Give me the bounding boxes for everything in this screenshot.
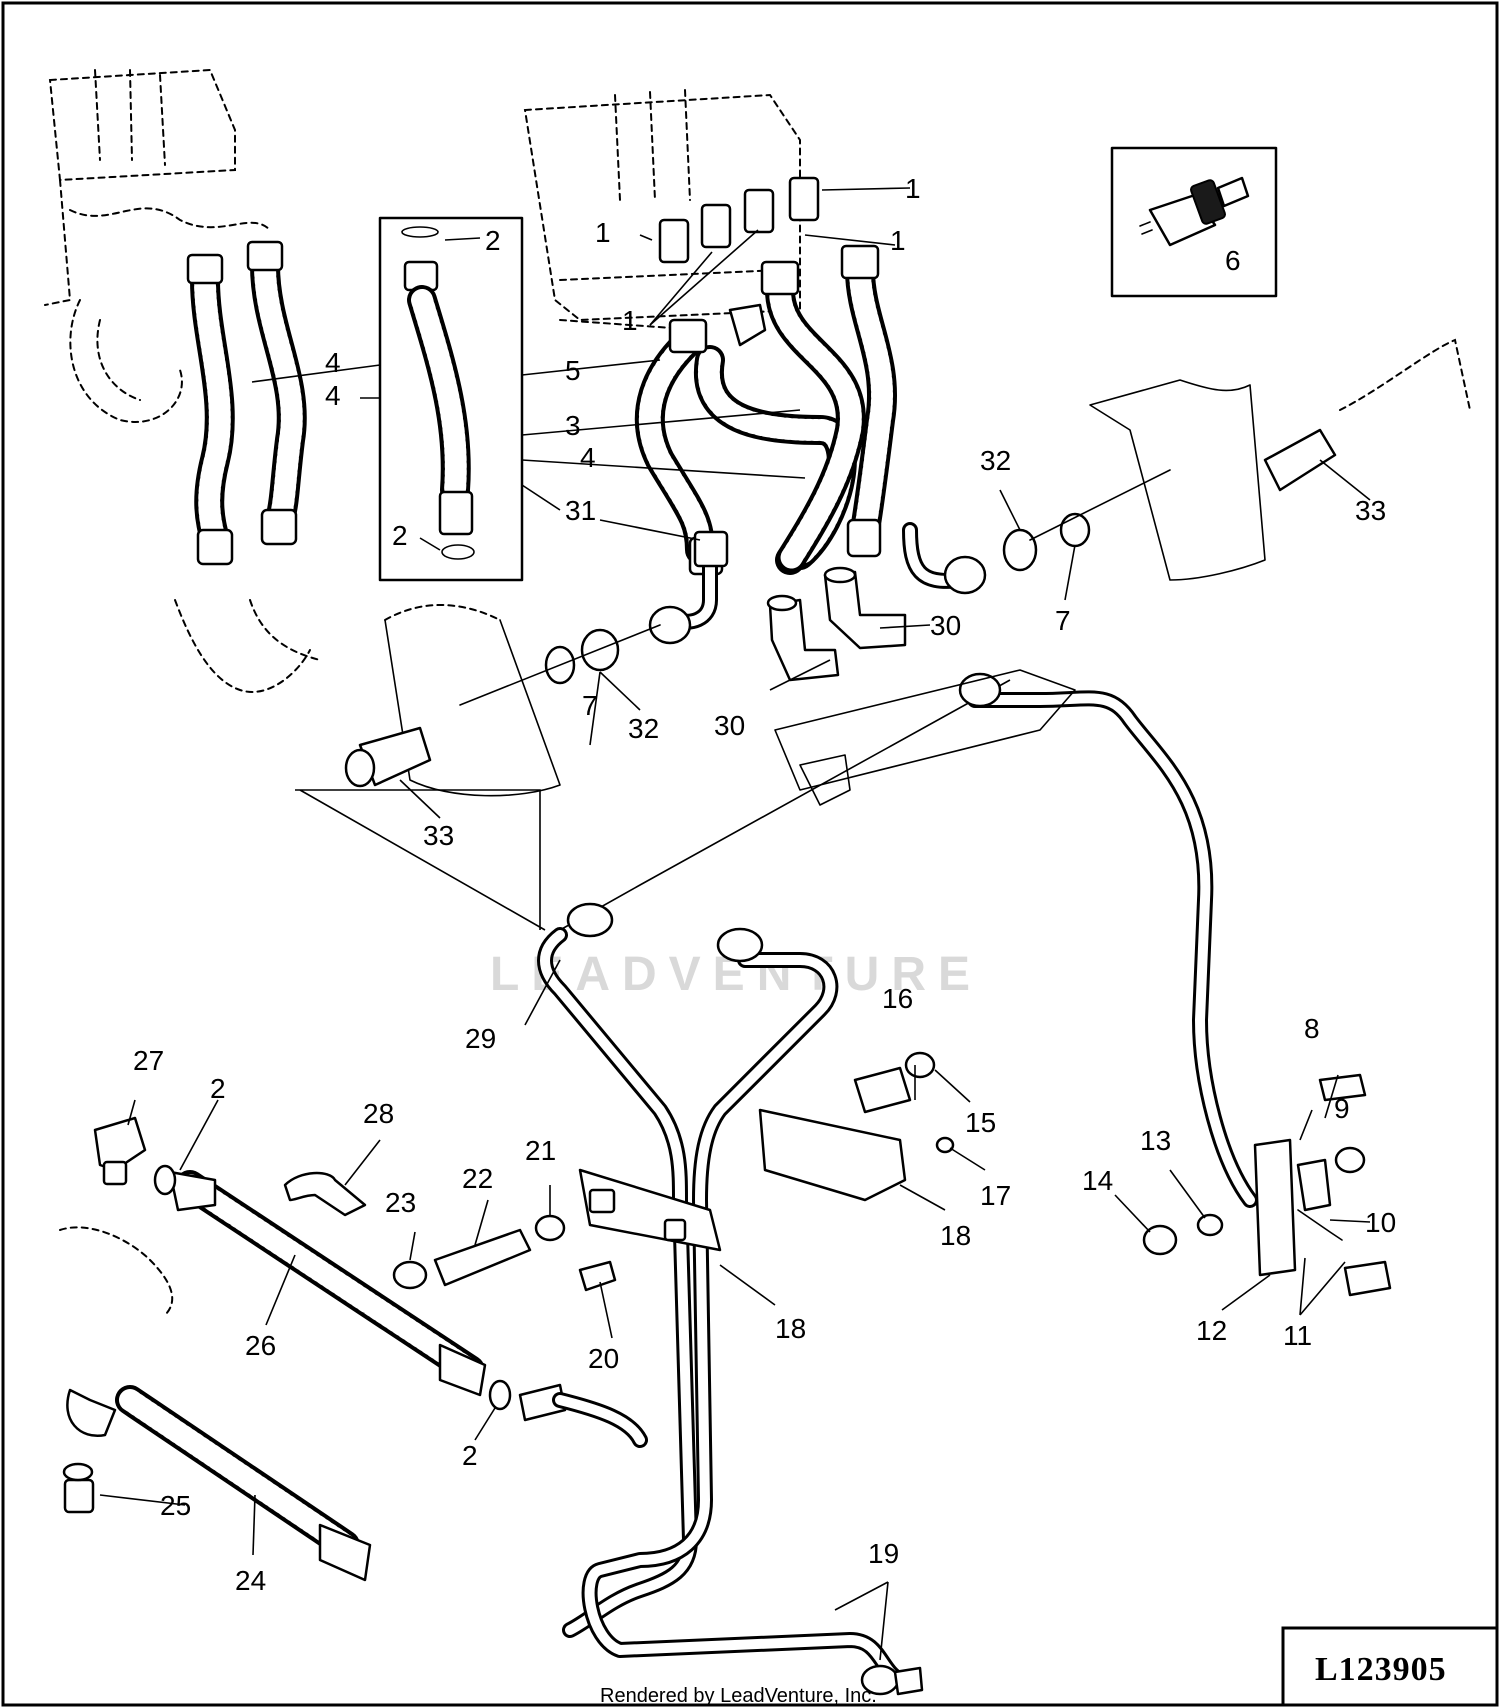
callout-32: 32 — [980, 445, 1011, 476]
callout-labels: 1 1 1 1 2 2 2 2 3 4 4 4 5 6 7 7 8 9 10 1… — [133, 173, 1396, 1596]
right-bulkhead-panel — [1089, 338, 1471, 581]
callout-1: 1 — [595, 217, 611, 248]
sensor-6 — [1139, 176, 1250, 247]
tubes-29 — [537, 902, 908, 1688]
callout-18: 18 — [775, 1313, 806, 1344]
leader-lines — [99, 187, 1371, 1661]
callout-8: 8 — [1304, 1013, 1320, 1044]
fitting-19 — [860, 1664, 924, 1696]
callout-28: 28 — [363, 1098, 394, 1129]
callout-22: 22 — [462, 1163, 493, 1194]
callout-31: 31 — [565, 495, 596, 526]
callout-32: 32 — [628, 713, 659, 744]
clip-28 — [283, 1171, 367, 1217]
spacer-16-washers — [853, 1051, 955, 1154]
callout-14: 14 — [1082, 1165, 1113, 1196]
callout-27: 27 — [133, 1045, 164, 1076]
callout-1: 1 — [890, 225, 906, 256]
callout-4: 4 — [325, 347, 341, 378]
fittings-1 — [658, 176, 820, 264]
callout-18: 18 — [940, 1220, 971, 1251]
alignment-lines — [295, 679, 1011, 931]
callout-21: 21 — [525, 1135, 556, 1166]
render-credit: Rendered by LeadVenture, Inc. — [600, 1685, 877, 1707]
callout-2: 2 — [210, 1073, 226, 1104]
callout-2: 2 — [392, 520, 408, 551]
callout-23: 23 — [385, 1187, 416, 1218]
callout-9: 9 — [1334, 1093, 1350, 1124]
left-bulkhead-panel — [344, 604, 561, 797]
callout-5: 5 — [565, 355, 581, 386]
callout-29: 29 — [465, 1023, 496, 1054]
callout-2: 2 — [485, 225, 501, 256]
elbows-30 — [766, 566, 907, 682]
callout-15: 15 — [965, 1107, 996, 1138]
fitting-25 — [62, 1462, 95, 1514]
inset-hose-box — [378, 216, 524, 582]
callout-10: 10 — [1365, 1207, 1396, 1238]
callout-1: 1 — [905, 173, 921, 204]
callout-13: 13 — [1140, 1125, 1171, 1156]
callout-11: 11 — [1283, 1320, 1312, 1351]
callout-30: 30 — [930, 610, 961, 641]
callout-33: 33 — [1355, 495, 1386, 526]
callout-33: 33 — [423, 820, 454, 851]
long-tube-right — [958, 672, 1258, 1208]
callout-7: 7 — [582, 690, 598, 721]
callout-30: 30 — [714, 710, 745, 741]
bracket-plate-dashed — [774, 669, 1076, 806]
callout-24: 24 — [235, 1565, 266, 1596]
bracket-group-right — [1142, 1073, 1392, 1297]
callout-20: 20 — [588, 1343, 619, 1374]
callout-3: 3 — [565, 410, 581, 441]
hose-31-and-tubes — [648, 522, 987, 645]
hose-26 — [153, 1164, 648, 1448]
stud-22 — [392, 1214, 617, 1292]
hose-4-left-pair — [186, 240, 307, 566]
figure-id: L123905 — [1315, 1651, 1447, 1688]
callout-19: 19 — [868, 1538, 899, 1569]
inset-sensor-box — [1110, 146, 1278, 298]
callout-16: 16 — [882, 983, 913, 1014]
callout-17: 17 — [980, 1180, 1011, 1211]
callout-26: 26 — [245, 1330, 276, 1361]
left-valve-block — [44, 68, 321, 693]
callout-12: 12 — [1196, 1315, 1227, 1346]
callout-6: 6 — [1225, 245, 1241, 276]
figure-id-box — [1281, 1626, 1499, 1707]
callout-2: 2 — [462, 1440, 478, 1471]
callout-4: 4 — [325, 380, 341, 411]
inset-hose-assembly — [401, 226, 475, 560]
callout-7: 7 — [1055, 605, 1071, 636]
callout-4: 4 — [580, 442, 596, 473]
hose-24 — [66, 1385, 372, 1582]
callout-25: 25 — [160, 1490, 191, 1521]
hoses-3-4-5-center — [634, 244, 898, 576]
elbow-27 — [59, 1116, 174, 1316]
nuts-and-washers-left — [459, 469, 1171, 706]
callout-1: 1 — [622, 305, 638, 336]
clamp-18 — [578, 1108, 907, 1252]
